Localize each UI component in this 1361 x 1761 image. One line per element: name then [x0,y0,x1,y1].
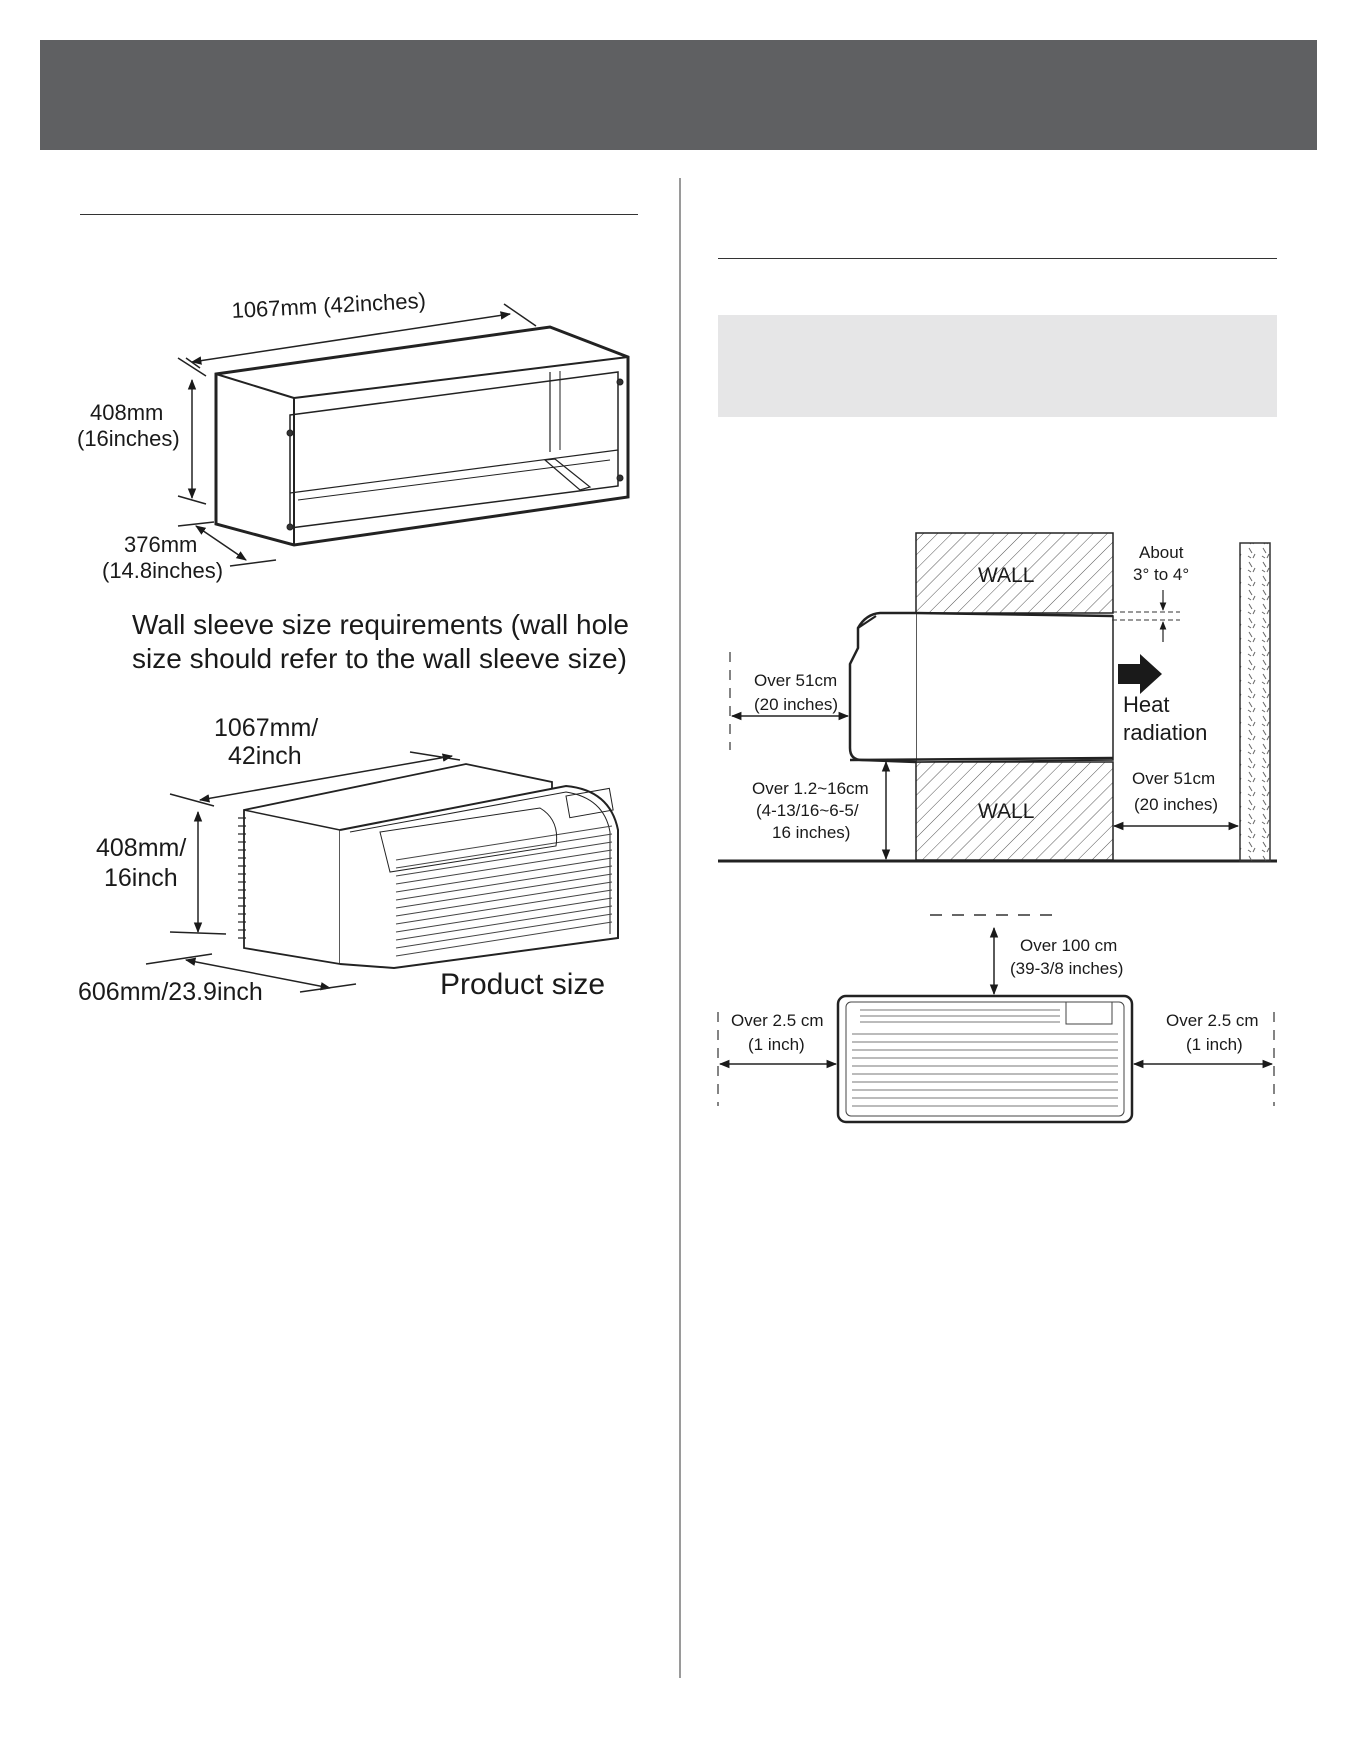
product-dimension-lines [145,751,461,993]
heat-label-1: Heat [1123,692,1169,717]
side-clearance-drawing [718,532,1277,863]
right-clearance-label-1: Over 2.5 cm [1166,1011,1259,1030]
section-header-band [40,40,1317,150]
top-clearance-label-2: (39-3/8 inches) [1010,959,1123,978]
product-width-label-2: 42inch [228,742,302,770]
sleeve-depth-label-2: (14.8inches) [102,558,223,583]
right-clearance-label-2: (1 inch) [1186,1035,1243,1054]
front-clearance-label-2: (20 inches) [754,695,838,714]
sleeve-height-label-1: 408mm [90,400,163,425]
left-clearance-label-2: (1 inch) [748,1035,805,1054]
note-box [718,315,1277,417]
right-column-rule [718,258,1277,259]
product-caption: Product size [440,968,605,1001]
sleeve-depth-label-1: 376mm [124,532,197,557]
top-clearance-label-1: Over 100 cm [1020,936,1117,955]
column-divider [679,178,681,1678]
product-drawing [238,763,619,970]
sleeve-caption-line2: size should refer to the wall sleeve siz… [132,643,627,674]
rear-clearance-label-1: Over 51cm [1132,769,1215,788]
rear-clearance-label-2: (20 inches) [1134,795,1218,814]
floor-clearance-label-1: Over 1.2~16cm [752,779,869,798]
sleeve-height-label-2: (16inches) [77,426,180,451]
product-height-label-2: 16inch [104,864,178,892]
left-clearance-label-1: Over 2.5 cm [731,1011,824,1030]
heat-label-2: radiation [1123,720,1207,745]
sleeve-dimension-lines [177,303,537,567]
product-width-label-1: 1067mm/ [214,714,318,742]
floor-clearance-label-3: 16 inches) [772,823,850,842]
wall-bottom-label: WALL [978,800,1034,823]
angle-label-2: 3° to 4° [1133,565,1189,584]
front-clearance-drawing [717,914,1275,1124]
product-depth-label: 606mm/23.9inch [78,978,263,1006]
wall-top-label: WALL [978,564,1034,587]
angle-label-1: About [1139,543,1184,562]
sleeve-width-label: 1067mm (42inches) [231,288,426,323]
floor-clearance-label-2: (4-13/16~6-5/ [756,801,859,820]
sleeve-caption-line1: Wall sleeve size requirements (wall hole [132,609,629,640]
wall-sleeve-drawing [214,325,630,547]
product-height-label-1: 408mm/ [96,834,186,862]
left-column-rule [80,214,638,215]
front-clearance-label-1: Over 51cm [754,671,837,690]
